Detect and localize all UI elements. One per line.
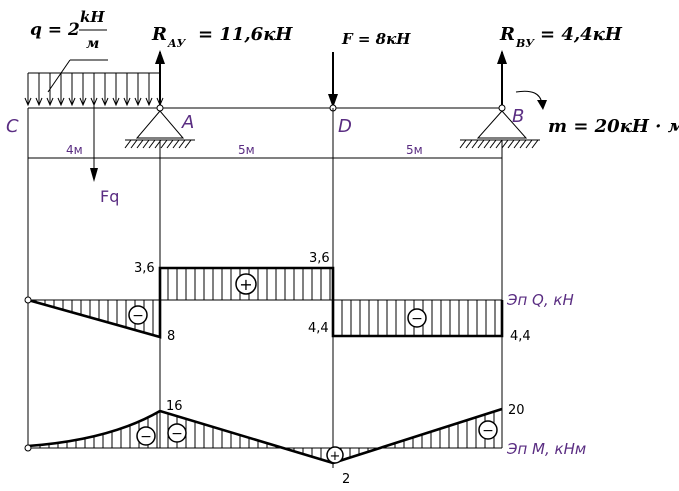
point-d-label: D bbox=[338, 116, 352, 137]
shear-value-d-left: 3,6 bbox=[309, 251, 330, 266]
svg-text:−: − bbox=[171, 426, 183, 442]
span-ad-label: 5м bbox=[238, 143, 255, 157]
shear-diagram bbox=[24, 266, 504, 339]
moment-value-d: 2 bbox=[342, 472, 350, 487]
moment-value-b: 20 bbox=[508, 403, 525, 418]
svg-text:−: − bbox=[140, 429, 152, 445]
shear-value-a-left: 8 bbox=[167, 329, 175, 344]
shear-value-d-right: 4,4 bbox=[308, 321, 329, 336]
q-leader-line bbox=[47, 59, 71, 93]
moment-arrow bbox=[515, 90, 547, 110]
reaction-b-symbol: R bbox=[499, 24, 515, 45]
support-b bbox=[459, 104, 540, 149]
reaction-b-subscript: BУ bbox=[515, 37, 535, 50]
shear-value-a-right: 3,6 bbox=[134, 261, 155, 276]
svg-text:−: − bbox=[411, 311, 423, 327]
span-db-label: 5м bbox=[406, 143, 423, 157]
shear-title: Эп Q, кН bbox=[506, 291, 574, 309]
q-unit-numerator: kH bbox=[80, 8, 105, 26]
reaction-a-symbol: R bbox=[151, 24, 167, 45]
shear-sign-db: − bbox=[407, 308, 427, 328]
svg-text:+: + bbox=[239, 275, 252, 294]
moment-sign-c1: − bbox=[136, 426, 156, 446]
span-cs-label: 4м bbox=[66, 143, 83, 157]
q-unit-denominator: м bbox=[86, 36, 99, 52]
moment-diagram bbox=[24, 407, 503, 465]
svg-text:+: + bbox=[330, 449, 341, 464]
moment-sign-c2: − bbox=[167, 423, 187, 443]
shear-sign-cs: − bbox=[128, 305, 148, 325]
moment-curve bbox=[27, 407, 503, 465]
shear-curve bbox=[27, 266, 504, 339]
reaction-b-value: = 4,4кН bbox=[540, 24, 623, 45]
q-label: q = 2 bbox=[30, 20, 80, 40]
shear-sign-ad: + bbox=[235, 273, 257, 295]
fq-resultant-arrow bbox=[90, 88, 98, 182]
moment-sign-b: − bbox=[478, 420, 498, 440]
reaction-b-arrow bbox=[497, 50, 507, 108]
reaction-a-arrow bbox=[155, 50, 165, 108]
shear-value-b: 4,4 bbox=[510, 329, 531, 344]
svg-text:−: − bbox=[132, 308, 144, 324]
reaction-a-value: = 11,6кН bbox=[198, 24, 293, 45]
point-a-label: A bbox=[181, 112, 194, 133]
point-b-label: B bbox=[512, 106, 524, 127]
moment-sign-d: + bbox=[326, 446, 344, 464]
moment-label: m = 20кН · м bbox=[548, 116, 679, 137]
force-f-arrow bbox=[328, 52, 338, 108]
moment-title: Эп М, кНм bbox=[506, 440, 586, 458]
moment-value-a: 16 bbox=[166, 399, 183, 414]
fq-label: Fq bbox=[100, 187, 119, 206]
force-f-label: F = 8кН bbox=[341, 30, 411, 48]
point-c-label: C bbox=[6, 116, 19, 137]
svg-text:−: − bbox=[482, 423, 494, 439]
reaction-a-subscript: AУ bbox=[167, 37, 187, 50]
